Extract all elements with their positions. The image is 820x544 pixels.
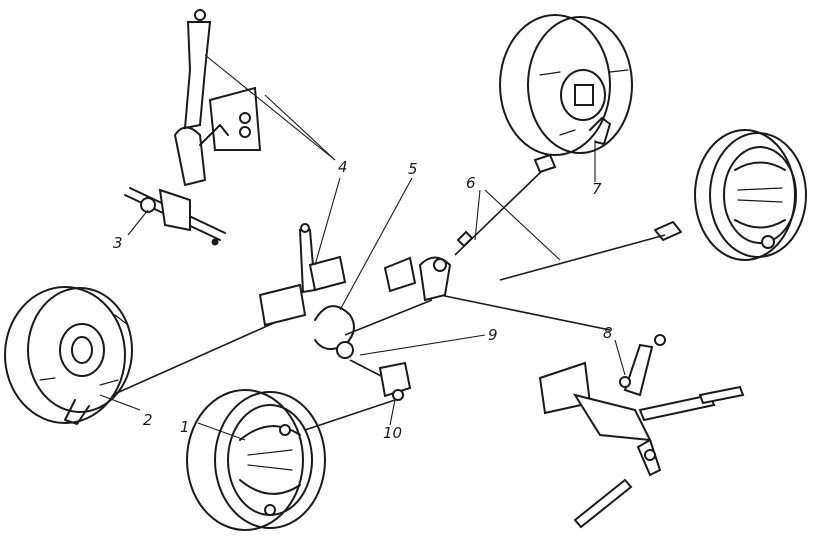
rear-cable-splitter xyxy=(383,153,557,302)
equalizer-bracket xyxy=(258,223,412,401)
callout-3: 3 xyxy=(113,234,123,252)
cable-to-pedal xyxy=(439,294,611,331)
cable-front-left xyxy=(89,317,286,406)
rod-lower xyxy=(349,359,386,379)
callout-8: 8 xyxy=(603,324,613,342)
callouts: 1 2 3 4 5 6 7 8 9 10 xyxy=(113,158,613,442)
callout-10: 10 xyxy=(383,424,402,442)
rod-equalizer xyxy=(344,299,433,336)
cable-rear-right xyxy=(499,234,666,281)
callout-2: 2 xyxy=(143,411,153,429)
callout-6: 6 xyxy=(466,174,476,192)
callout-1: 1 xyxy=(180,418,190,436)
pedal-assembly xyxy=(538,334,745,529)
callout-4: 4 xyxy=(338,158,348,176)
callout-7: 7 xyxy=(592,180,602,198)
brake-drum-rear-left xyxy=(499,14,633,156)
callout-5: 5 xyxy=(408,160,418,178)
callout-9: 9 xyxy=(488,326,498,344)
brake-drum-front-right xyxy=(186,389,326,531)
brake-drum-rear-right xyxy=(654,129,807,261)
leader-lines xyxy=(99,54,626,441)
brake-drum-front-left xyxy=(4,286,133,425)
cable-front-right xyxy=(304,399,396,431)
hand-brake-lever xyxy=(124,9,262,246)
